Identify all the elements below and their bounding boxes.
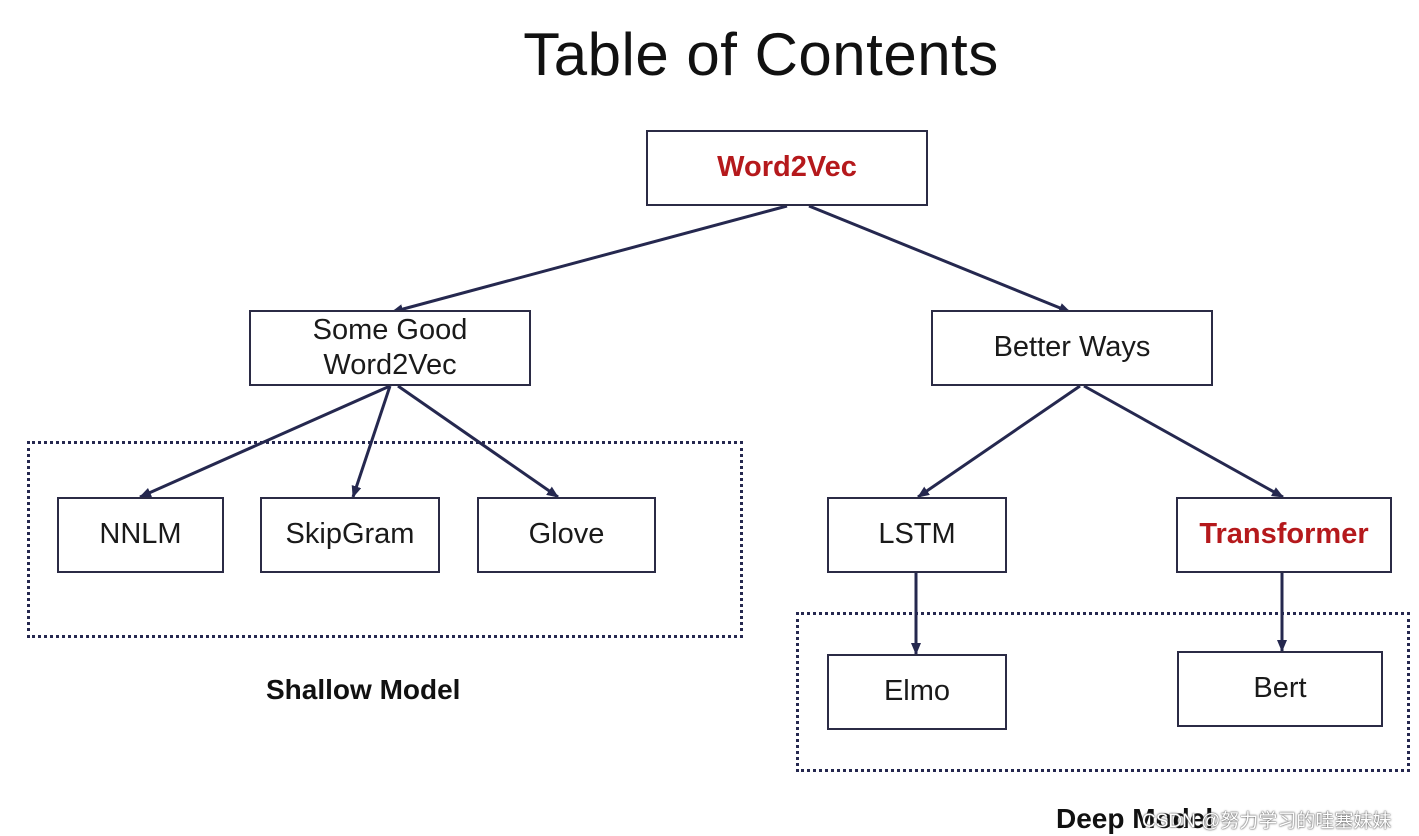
watermark: CSDN @努力学习的哇塞妹妹 [1142,811,1392,832]
node-nnlm: NNLM [57,497,224,573]
node-lstm: LSTM [827,497,1007,573]
node-glove: Glove [477,497,656,573]
node-transformer: Transformer [1176,497,1392,573]
arrow-root-to-shallow [391,204,788,314]
node-better-ways: Better Ways [931,310,1213,386]
shallow-model-group [27,441,743,638]
node-bert: Bert [1177,651,1383,727]
node-some-good-word2vec: Some Good Word2Vec [249,310,531,386]
arrow-deep-to-lstm [917,384,1081,499]
node-word2vec: Word2Vec [646,130,928,206]
node-skipgram: SkipGram [260,497,440,573]
deep-model-group [796,612,1410,772]
arrow-deep-to-transformer [1083,384,1284,499]
page-title: Table of Contents [523,21,999,88]
shallow-model-label: Shallow Model [266,674,461,705]
arrow-root-to-deep [808,204,1071,314]
node-elmo: Elmo [827,654,1007,730]
deep-model-label: Deep Model [1056,803,1214,834]
